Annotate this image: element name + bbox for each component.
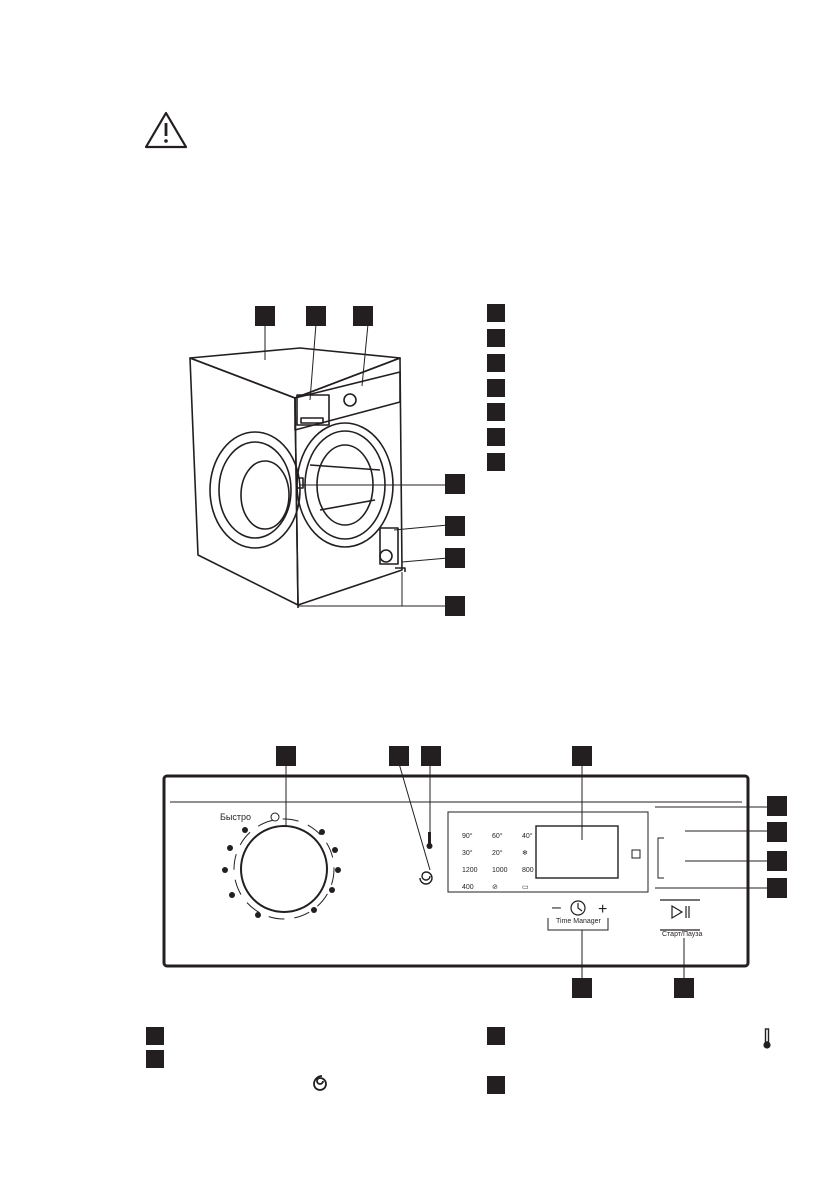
panel-callout-3 xyxy=(421,746,441,766)
washing-machine-illustration xyxy=(189,323,449,608)
bottom-legend-marker-2 xyxy=(146,1050,164,1068)
display-option: 1000 xyxy=(492,867,508,874)
display-option: 30° xyxy=(462,850,473,857)
panel-callout-8 xyxy=(767,878,787,898)
display-row: 1200 1000 800 xyxy=(462,862,552,879)
legend-marker-4 xyxy=(487,379,505,397)
thermometer-icon xyxy=(763,1028,771,1049)
panel-callout-1 xyxy=(276,746,296,766)
svg-text:–: – xyxy=(552,899,561,916)
display-row: 400 ⊘ ▭ xyxy=(462,879,552,896)
warning-triangle-icon xyxy=(144,111,188,149)
callout-4 xyxy=(445,474,465,494)
legend-marker-3 xyxy=(487,354,505,372)
display-option: 40° xyxy=(522,833,533,840)
spin-icon xyxy=(419,871,433,885)
callout-7 xyxy=(445,596,465,616)
legend-marker-1 xyxy=(487,304,505,322)
display-row: 90° 60° 40° xyxy=(462,828,552,845)
legend-marker-5 xyxy=(487,403,505,421)
panel-callout-6 xyxy=(767,822,787,842)
panel-callout-9 xyxy=(572,978,592,998)
callout-5 xyxy=(445,516,465,536)
display-option: 60° xyxy=(492,833,503,840)
panel-callout-7 xyxy=(767,851,787,871)
display-option: ❄ xyxy=(522,850,528,857)
bottom-legend-marker-1 xyxy=(146,1027,164,1045)
display-options-grid: 90° 60° 40° 30° 20° ❄ 1200 1000 800 400 … xyxy=(462,828,552,896)
control-panel-illustration: – + xyxy=(162,759,770,978)
panel-callout-4 xyxy=(572,746,592,766)
callout-3 xyxy=(353,306,373,326)
spin-icon xyxy=(313,1075,327,1091)
callout-1 xyxy=(255,306,275,326)
time-manager-label: Time Manager xyxy=(556,918,601,925)
display-option: 800 xyxy=(522,867,534,874)
panel-callout-10 xyxy=(674,978,694,998)
svg-text:+: + xyxy=(598,901,607,918)
legend-marker-6 xyxy=(487,428,505,446)
thermometer-icon xyxy=(426,832,433,849)
display-option: 1200 xyxy=(462,867,478,874)
display-row: 30° 20° ❄ xyxy=(462,845,552,862)
callout-2 xyxy=(306,306,326,326)
panel-callout-2 xyxy=(389,746,409,766)
program-label-fast: Быстро xyxy=(220,812,252,822)
bottom-legend-marker-3 xyxy=(487,1027,505,1045)
display-option: ⊘ xyxy=(492,884,498,891)
bottom-legend-marker-4 xyxy=(487,1076,505,1094)
panel-callout-5 xyxy=(767,796,787,816)
legend-marker-7 xyxy=(487,453,505,471)
display-option: 90° xyxy=(462,833,473,840)
display-option: ▭ xyxy=(522,884,529,891)
start-pause-label: Старт/Пауза xyxy=(662,931,703,938)
display-option: 20° xyxy=(492,850,503,857)
display-option: 400 xyxy=(462,884,474,891)
callout-6 xyxy=(445,548,465,568)
legend-marker-2 xyxy=(487,329,505,347)
